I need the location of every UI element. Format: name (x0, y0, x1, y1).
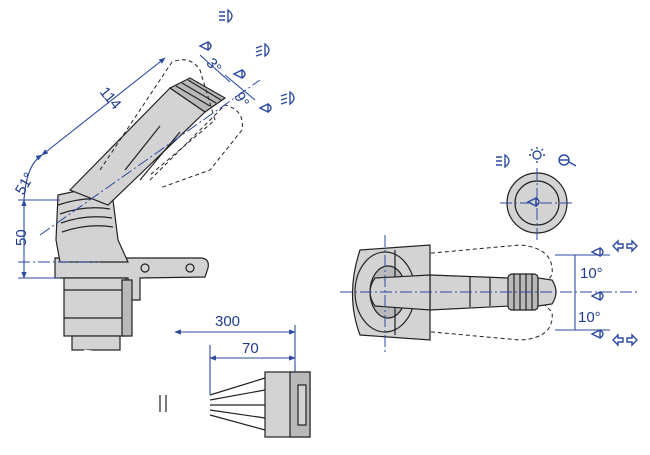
low-beam-icon (219, 8, 233, 24)
flash-icon (280, 90, 295, 106)
end-view (496, 147, 577, 240)
ghost-position-up (99, 59, 216, 176)
low-beam-icon (496, 153, 510, 169)
flash-icon (558, 154, 577, 167)
bracket-hole (185, 263, 195, 273)
horn-icon (258, 102, 272, 114)
ghost-position-down (149, 104, 243, 189)
horn-icon (198, 40, 212, 52)
horn-icon (590, 290, 604, 302)
knurled-grip (168, 77, 227, 113)
dimension-height: 50 (13, 229, 30, 246)
high-beam-icon (255, 42, 270, 58)
ghost-position-down (409, 299, 553, 341)
top-view: 10° 10° (340, 147, 640, 355)
turn-signal-arrow-icon (612, 239, 638, 253)
horn-icon (526, 196, 540, 208)
high-beam-icon (529, 147, 545, 163)
dimension-angle-top: 10° (580, 265, 603, 282)
housing-base (71, 335, 121, 351)
side-view: 114 51° 50 3° 9° (12, 8, 311, 438)
bracket-hole (140, 263, 150, 273)
dimension-angle-mid: 9° (230, 89, 252, 110)
switch-housing (63, 277, 127, 337)
dimension-angle-main: 51° (12, 170, 38, 198)
dimension-cable-short: 70 (242, 340, 259, 357)
dimension-cable-long: 300 (215, 313, 240, 330)
dimension-line-length (41, 57, 166, 156)
angle-arc-main (23, 154, 43, 201)
lever-arm (68, 87, 206, 206)
horn-icon (590, 246, 604, 258)
ghost-position-up (409, 244, 553, 291)
horn-icon (590, 328, 604, 340)
dimension-angle-bottom: 10° (578, 309, 601, 326)
housing-side (121, 279, 133, 337)
turn-signal-arrow-icon (612, 333, 638, 347)
horn-icon (232, 68, 246, 80)
